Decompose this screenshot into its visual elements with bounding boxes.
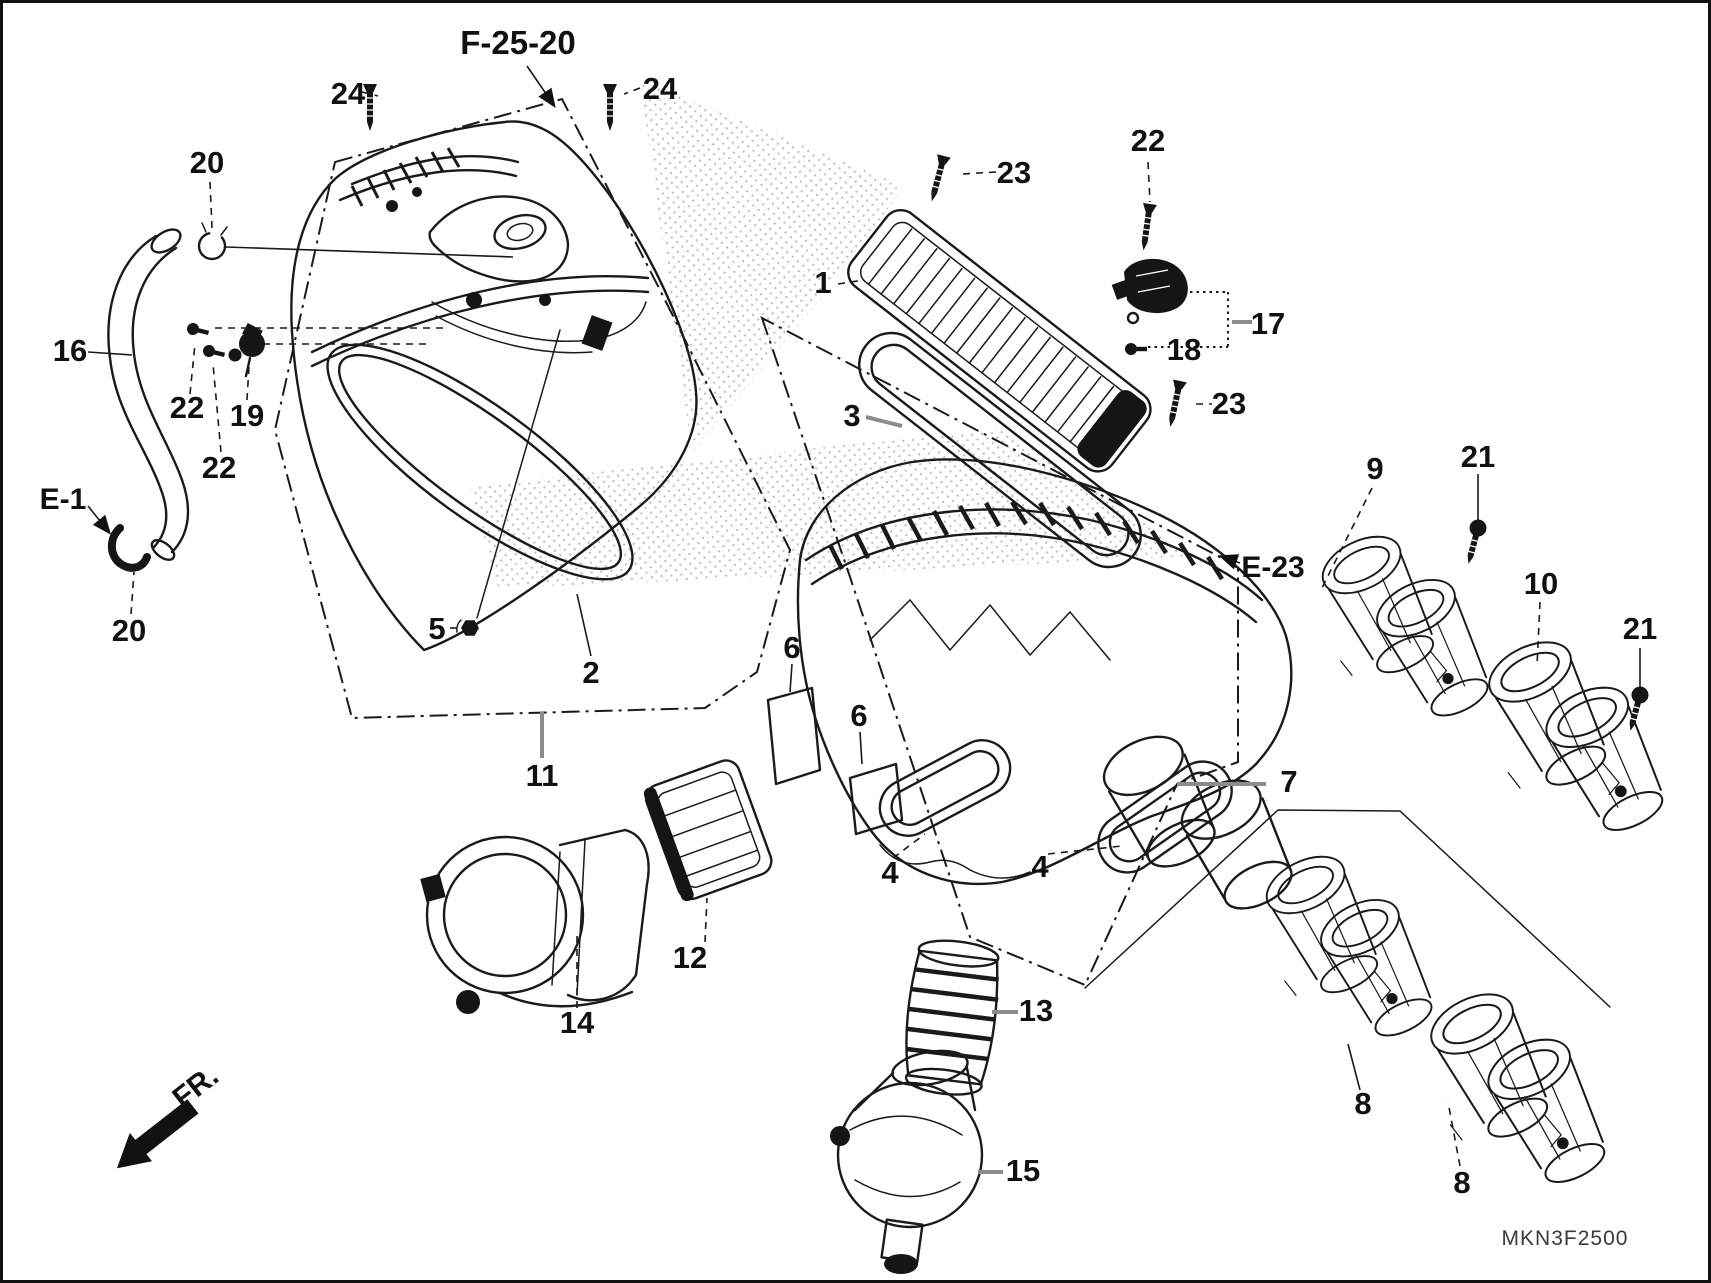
callout-24b: 24: [643, 71, 678, 106]
callout-6b: 6: [850, 698, 867, 733]
callout-21b: 21: [1623, 611, 1657, 646]
callout-7: 7: [1280, 764, 1297, 799]
sheet-code: MKN3F2500: [1502, 1227, 1629, 1250]
air-duct-drawing: [420, 828, 650, 1014]
resonator-duct-drawing: [643, 759, 773, 902]
callout-6a: 6: [783, 630, 800, 665]
connecting-tube-drawing: [904, 939, 1000, 1096]
drain-chamber-drawing: [830, 1049, 984, 1274]
callout-1: 1: [814, 265, 831, 300]
callout-2: 2: [582, 655, 599, 690]
funnel-pair-10: [1480, 630, 1679, 843]
seal-pads-drawing: [766, 686, 904, 836]
callout-24a: 24: [331, 76, 366, 111]
cover-seal-drawing: [326, 343, 634, 581]
air-filter-element-drawing: [847, 209, 1152, 473]
callout-4b: 4: [1031, 849, 1049, 884]
hose-clip-lower-drawing: [107, 524, 151, 572]
callout-22a: 22: [1131, 123, 1165, 158]
callout-4a: 4: [881, 855, 899, 890]
air-cleaner-case-drawing: [796, 458, 1293, 910]
callout-23a: 23: [997, 155, 1031, 190]
front-direction-label: FR.: [166, 1059, 224, 1115]
callout-20b: 20: [112, 613, 146, 648]
callout-22b: 22: [170, 390, 204, 425]
funnel-pair-9: [1314, 525, 1503, 728]
air-cleaner-cover-drawing: [290, 120, 698, 652]
diagram-title: F-25-20: [460, 24, 576, 61]
port-gaskets-drawing: [878, 739, 1233, 874]
breather-hose-drawing: [107, 228, 190, 561]
ref-e23: E-23: [1241, 551, 1304, 584]
cover-assembly-boundary: [273, 97, 792, 720]
callout-23b: 23: [1212, 386, 1246, 421]
callout-8a: 8: [1354, 1086, 1371, 1121]
leader-lines: [87, 65, 1641, 1174]
funnel-pair-8b: [1422, 982, 1621, 1195]
valve-and-bolts-drawing: [185, 321, 265, 378]
callout-15: 15: [1006, 1153, 1040, 1188]
watermark-halftone: [470, 80, 1195, 588]
callout-19: 19: [230, 398, 264, 433]
callout-21a: 21: [1461, 439, 1495, 474]
callout-13: 13: [1019, 993, 1053, 1028]
callout-5: 5: [428, 611, 445, 646]
case-assembly-boundary: [760, 315, 1239, 987]
case-gasket-drawing: [858, 331, 1142, 569]
sensor-drawing: [1111, 258, 1188, 355]
callout-18: 18: [1167, 332, 1201, 367]
funnel-pair-8a: [1258, 845, 1447, 1048]
callout-10: 10: [1524, 566, 1558, 601]
front-direction-arrow: FR.: [116, 1059, 225, 1169]
callout-8b: 8: [1453, 1165, 1470, 1200]
callout-3: 3: [843, 398, 860, 433]
hose-clamp-upper-drawing: [197, 222, 228, 261]
callout-20a: 20: [190, 145, 224, 180]
callout-17: 17: [1251, 306, 1285, 341]
callout-12: 12: [673, 940, 707, 975]
nut-5-icon: [456, 619, 479, 636]
ref-e1: E-1: [40, 483, 87, 516]
callout-11: 11: [526, 758, 559, 793]
callout-9: 9: [1366, 451, 1383, 486]
callout-22c: 22: [202, 450, 236, 485]
callout-14: 14: [560, 1005, 595, 1040]
callout-16: 16: [53, 333, 87, 368]
